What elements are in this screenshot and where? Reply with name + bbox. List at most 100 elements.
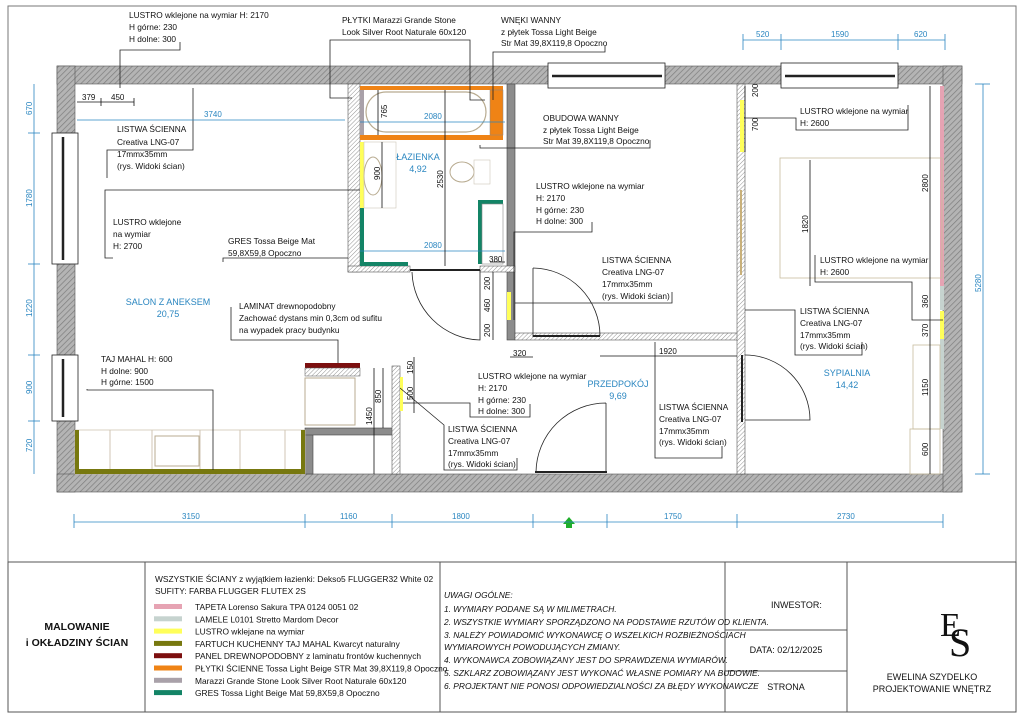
annotation-line: LUSTRO wklejone na wymiar H: 2170: [129, 10, 269, 20]
dim-1800: 1800: [452, 512, 470, 521]
designer-logo: E S: [940, 607, 971, 665]
room-area-sypialnia: 14,42: [836, 380, 859, 390]
title-block: MALOWANIE i OKŁADZINY ŚCIAN WSZYSTKIE ŚC…: [7, 561, 1017, 713]
dim-1780: 1780: [25, 189, 34, 207]
bathroom: [347, 83, 516, 341]
dim-850: 850: [374, 389, 383, 403]
note-item: 4. WYKONAWCA ZOBOWIĄZANY JEST DO SPRAWDZ…: [444, 655, 728, 665]
legend-label: Marazzi Grande Stone Look Silver Root Na…: [195, 676, 407, 686]
annotation-line: Zachować dystans min 0,3cm od sufitu: [239, 313, 382, 323]
dimension-labels: 379 450 3740 2080 2080 380 320 1920 765 …: [25, 30, 983, 521]
annotation-line: Creativa LNG-07: [659, 414, 722, 424]
notes-title: UWAGI OGÓLNE:: [444, 590, 513, 600]
dim-2080-top: 2080: [424, 112, 442, 121]
walls-note: WSZYSTKIE ŚCIANY z wyjątkiem łazienki: D…: [155, 573, 434, 584]
dim-5280: 5280: [974, 274, 983, 292]
dim-765: 765: [380, 104, 389, 118]
dim-150: 150: [406, 360, 415, 374]
annotation-line: z płytek Tossa Light Beige: [501, 27, 597, 37]
annotation-line: H: 2170: [478, 383, 507, 393]
dim-2730: 2730: [837, 512, 855, 521]
annotation-line: 17mmx35mm: [117, 149, 167, 159]
annotation-line: LISTWA ŚCIENNA: [448, 423, 518, 434]
note-item: 1. WYMIARY PODANE SĄ W MILIMETRACH.: [444, 604, 617, 614]
legend-label: LUSTRO wklejane na wymiar: [195, 627, 305, 637]
dim-2530: 2530: [436, 170, 445, 188]
annotation-line: 17mmx35mm: [602, 279, 652, 289]
room-area-lazienka: 4,92: [409, 164, 427, 174]
dim-1160: 1160: [340, 512, 358, 521]
laminate-panel: [305, 363, 360, 368]
annotation-line: LISTWA ŚCIENNA: [117, 123, 187, 134]
designer-name: EWELINA SZYDELKO: [887, 672, 978, 682]
room-area-salon: 20,75: [157, 309, 180, 319]
annotation-line: z płytek Tossa Light Beige: [543, 125, 639, 135]
legend-swatch: [154, 677, 182, 683]
dim-379: 379: [82, 93, 96, 102]
room-name-przedpokoj: PRZEDPOKÓJ: [587, 379, 648, 389]
dim-460: 460: [483, 298, 492, 312]
bathtub: [365, 91, 487, 133]
annotation-line: LUSTRO wklejone: [113, 217, 182, 227]
dim-2080-bottom: 2080: [424, 241, 442, 250]
dim-370: 370: [921, 323, 930, 337]
note-item: 2. WSZYSTKIE WYMIARY SPORZĄDZONO NA PODS…: [443, 617, 769, 627]
note-item: 5. SZKLARZ ZOBOWIĄZANY JEST WYKONAĆ WŁAS…: [444, 668, 760, 678]
legend-swatch: [154, 604, 182, 609]
annotation-line: Creativa LNG-07: [448, 436, 511, 446]
entrance-arrow-icon: [563, 517, 575, 528]
dimension-lines: [28, 34, 990, 528]
room-labels: SALON Z ANEKSEM 20,75 ŁAZIENKA 4,92 PRZE…: [126, 152, 871, 401]
dim-360: 360: [921, 294, 930, 308]
annotation-line: (rys. Widoki ścian): [448, 459, 516, 469]
annotation-line: OBUDOWA WANNY: [543, 113, 619, 123]
legend-label: LAMELE L0101 Stretto Mardom Decor: [195, 614, 339, 624]
annotation-line: Creativa LNG-07: [117, 137, 180, 147]
annotation-line: LUSTRO wklejone na wymiar: [800, 106, 909, 116]
dim-1150: 1150: [921, 378, 930, 396]
designer-subtitle: PROJEKTOWANIE WNĘTRZ: [873, 684, 992, 694]
annotation-line: LISTWA ŚCIENNA: [602, 254, 672, 265]
annotation-line: H górne: 230: [536, 205, 584, 215]
legend-label: FARTUCH KUCHENNY TAJ MAHAL Kwarcyt natur…: [195, 639, 401, 649]
dim-1590: 1590: [831, 30, 849, 39]
annotation-line: H dolne: 300: [129, 34, 176, 44]
annotation-line: 17mmx35mm: [448, 448, 498, 458]
dim-520: 520: [756, 30, 770, 39]
annotation-line: PŁYTKI Marazzi Grande Stone: [342, 15, 456, 25]
dim-1920: 1920: [659, 347, 677, 356]
dim-720: 720: [25, 438, 34, 452]
room-area-przedpokoj: 9,69: [609, 391, 627, 401]
dim-3740: 3740: [204, 110, 222, 119]
section-title: MALOWANIE: [44, 621, 109, 633]
legend-label: GRES Tossa Light Beige Mat 59,8X59,8 Opo…: [195, 688, 380, 698]
legend-swatch: [154, 690, 182, 696]
dim-450: 450: [111, 93, 125, 102]
svg-text:S: S: [949, 620, 971, 665]
annotation-line: H górne: 1500: [101, 377, 154, 387]
annotation-line: LUSTRO wklejone na wymiar: [536, 181, 645, 191]
annotation-line: 17mmx35mm: [800, 330, 850, 340]
dim-700: 700: [751, 117, 760, 131]
legend-swatch: [154, 616, 182, 622]
annotation-line: LISTWA ŚCIENNA: [800, 305, 870, 316]
mirror-bathroom: [360, 142, 364, 208]
kitchen: [74, 363, 361, 475]
annotation-line: H: 2170: [536, 193, 565, 203]
annotation-line: H: 2600: [800, 118, 829, 128]
annotation-line: Str Mat 39,8X119,8 Opoczno: [543, 136, 650, 146]
legend-swatch: [154, 665, 182, 671]
windows: [51, 62, 899, 422]
annotation-line: LUSTRO wklejone na wymiar: [820, 255, 929, 265]
annotation-line: GRES Tossa Beige Mat: [228, 236, 316, 246]
dim-500: 500: [406, 386, 415, 400]
fridge: [304, 377, 356, 426]
annotation-line: H górne: 230: [478, 395, 526, 405]
date-label: DATA: 02/12/2025: [750, 645, 823, 655]
annotation-line: LISTWA ŚCIENNA: [659, 401, 729, 412]
annotation-line: (rys. Widoki ścian): [602, 291, 670, 301]
legend-label: TAPETA Lorenso Sakura TPA 0124 0051 02: [195, 602, 359, 612]
annotation-line: H dolne: 300: [536, 216, 583, 226]
dim-900-basin: 900: [373, 166, 382, 180]
